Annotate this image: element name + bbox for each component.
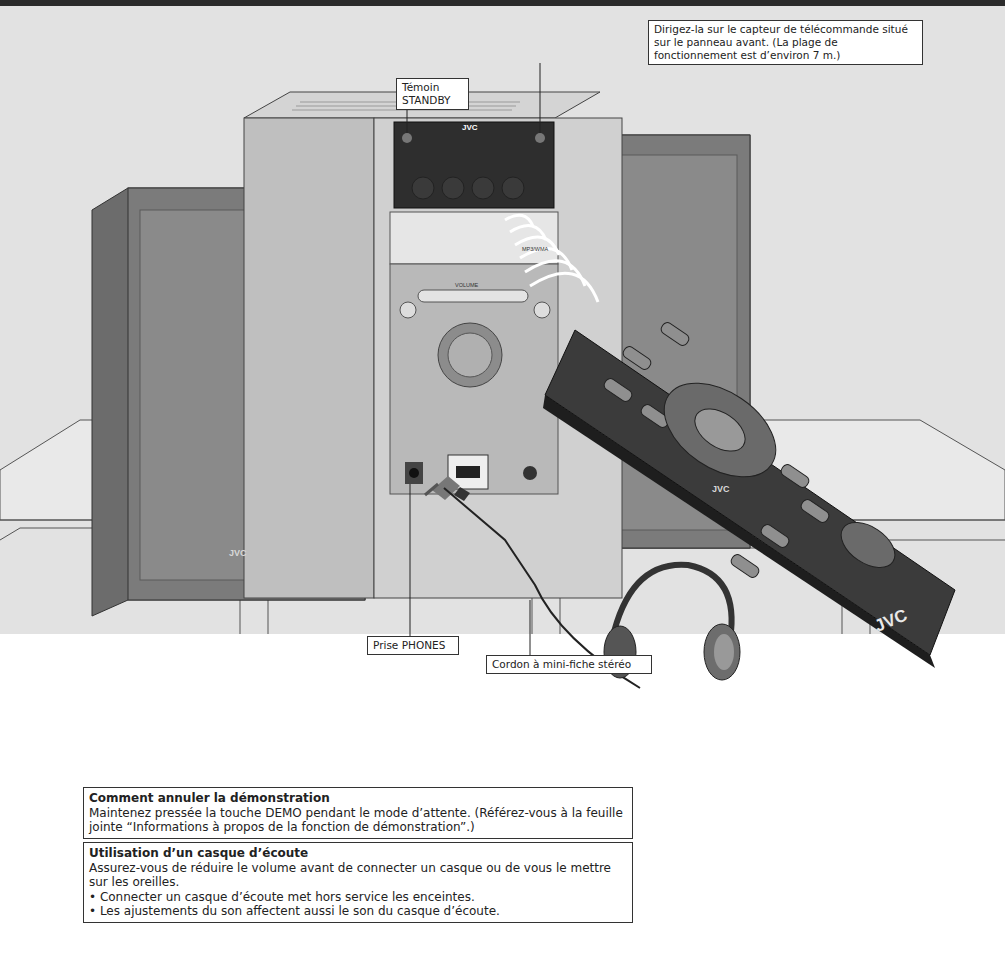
callout-box: Prise PHONES — [367, 636, 459, 655]
leader-lines — [407, 63, 540, 655]
box-text: • Connecter un casque d’écoute met hors … — [89, 890, 627, 905]
box-text: Témoin STANDBY — [402, 81, 463, 107]
box-text: Maintenez pressée la touche DEMO pendant… — [89, 806, 627, 835]
callout-box: Dirigez-la sur le capteur de télécommand… — [648, 20, 923, 65]
ir-beam — [505, 215, 598, 302]
brand-logo: JVC — [712, 484, 730, 494]
box-text: • Les ajustements du son affectent aussi… — [89, 904, 627, 919]
brand-logo: JVC — [872, 606, 910, 637]
box-text: Cordon à mini-fiche stéréo — [492, 658, 646, 671]
brand-logo: JVC — [229, 548, 247, 558]
callout-box: Comment annuler la démonstrationMaintene… — [83, 787, 633, 839]
top-bar — [0, 0, 1005, 6]
main-unit — [244, 92, 622, 598]
box-heading: Comment annuler la démonstration — [89, 791, 627, 806]
box-text: Assurez-vous de réduire le volume avant … — [89, 861, 627, 890]
box-heading: Utilisation d’un casque d’écoute — [89, 846, 627, 861]
callout-box: Témoin STANDBY — [396, 78, 469, 110]
box-text: Prise PHONES — [373, 639, 453, 652]
box-text: Dirigez-la sur le capteur de télécommand… — [654, 23, 917, 62]
brand-logo: JVC — [462, 123, 478, 132]
device-marking: VOLUME — [455, 282, 478, 288]
callout-box: Cordon à mini-fiche stéréo — [486, 655, 652, 674]
callout-box: Utilisation d’un casque d’écouteAssurez-… — [83, 842, 633, 923]
device-marking: MP3/WMA — [522, 246, 548, 252]
remote-control — [543, 321, 955, 668]
background — [0, 6, 1005, 634]
